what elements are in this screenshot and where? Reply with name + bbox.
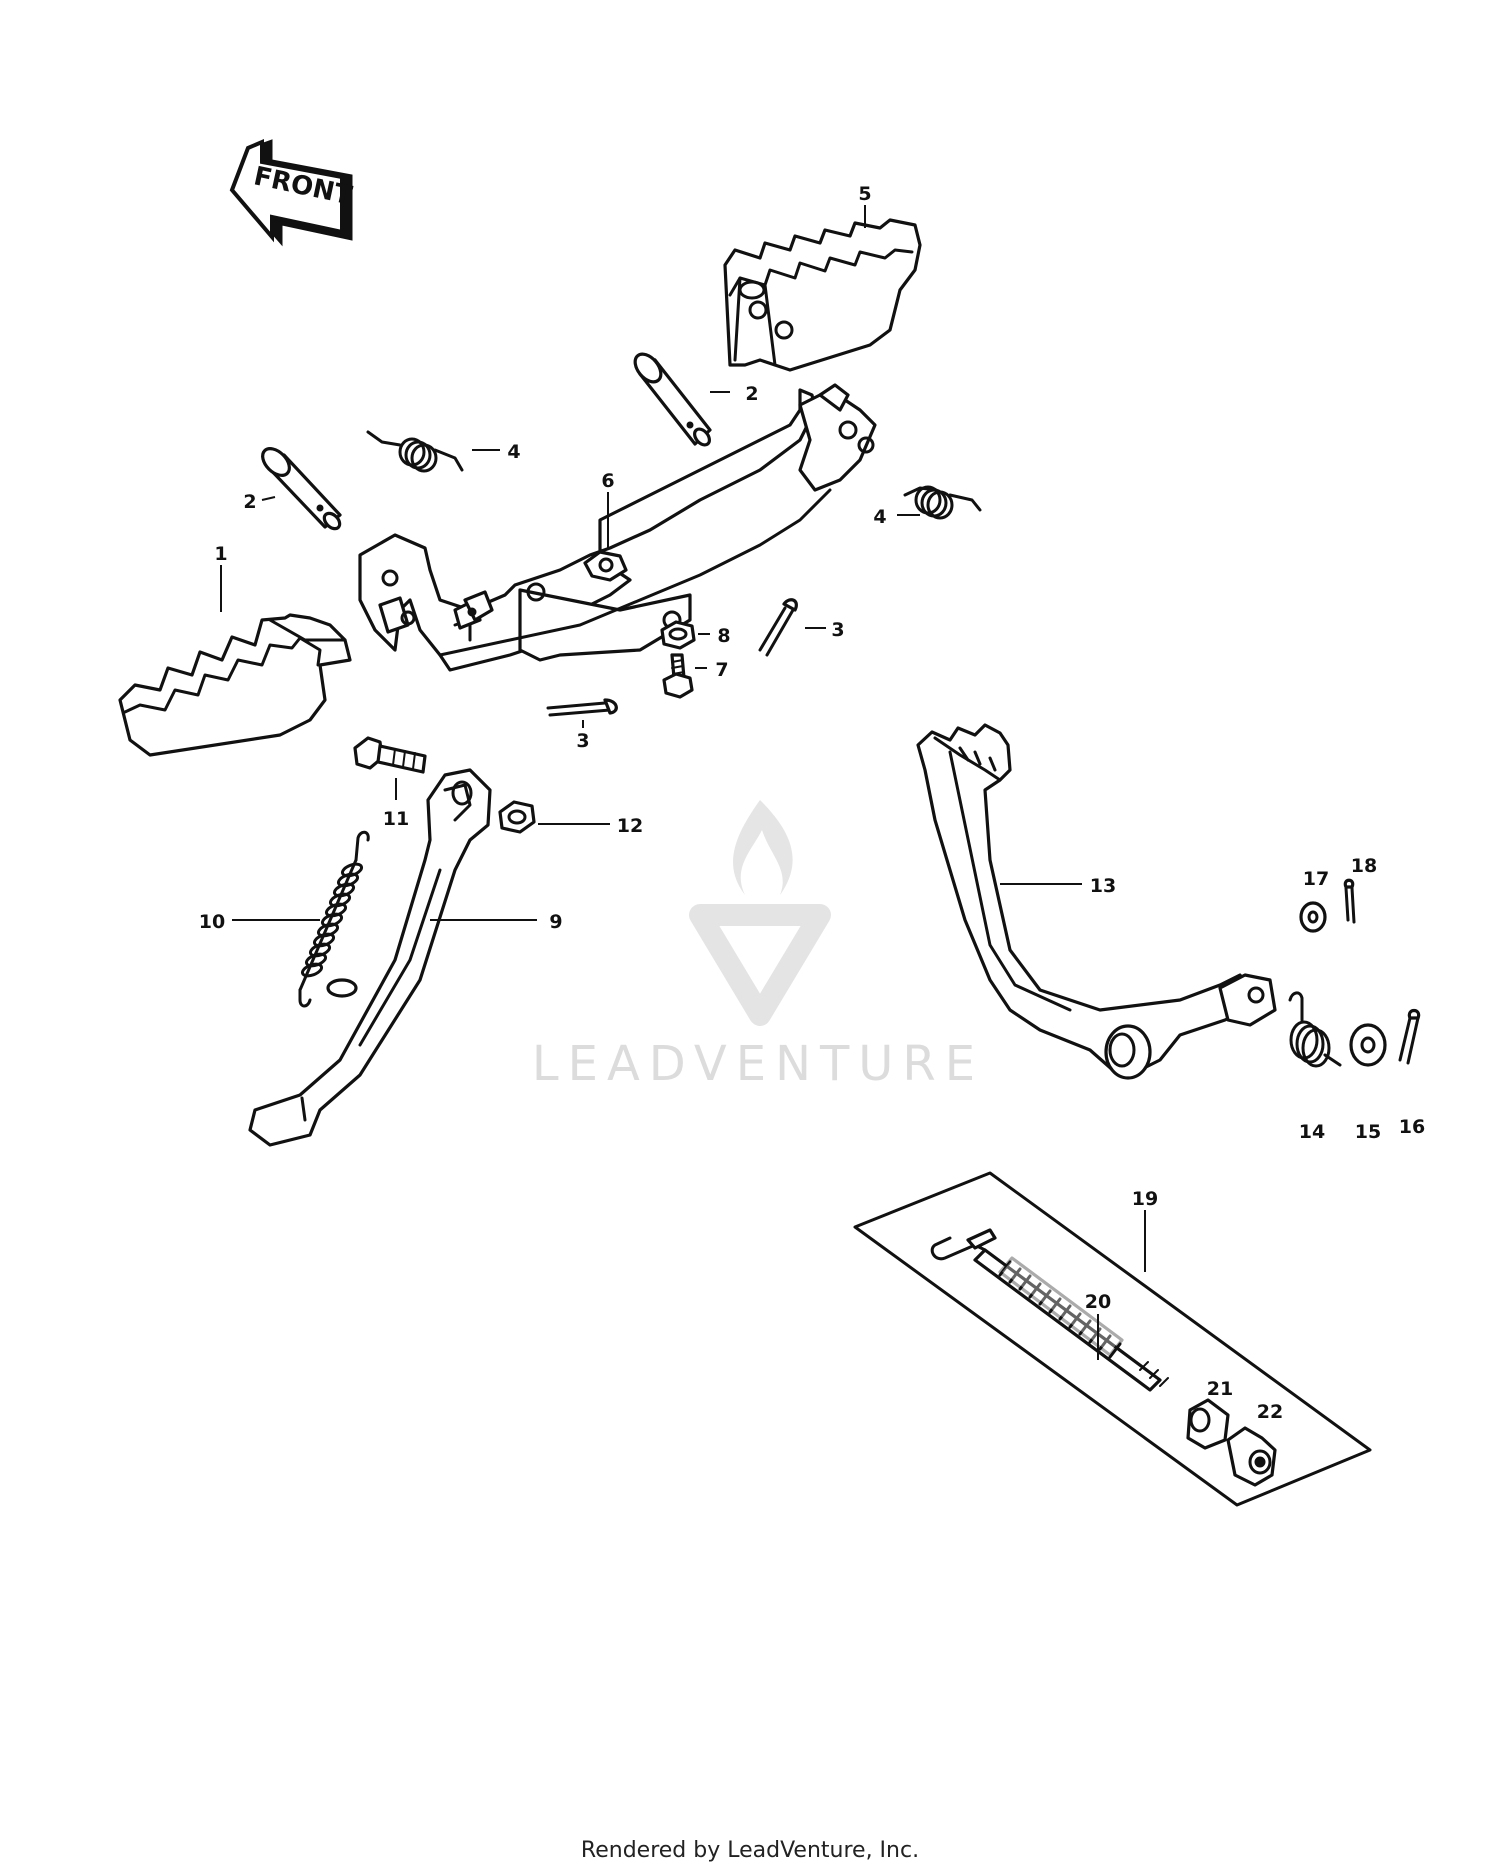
callout-2-upper: 2 xyxy=(745,383,758,405)
callout-20: 20 xyxy=(1085,1291,1111,1313)
callout-4-right: 4 xyxy=(873,506,886,528)
kickstand-spring xyxy=(298,830,370,1008)
callout-12: 12 xyxy=(617,815,643,837)
callout-6: 6 xyxy=(601,470,614,492)
washer-large xyxy=(1349,1023,1387,1067)
callout-16: 16 xyxy=(1399,1116,1425,1138)
callout-22: 22 xyxy=(1257,1401,1283,1423)
callout-19: 19 xyxy=(1132,1188,1158,1210)
callout-1: 1 xyxy=(214,543,227,565)
front-arrow-icon: FRONT xyxy=(229,138,355,247)
callout-4-upper: 4 xyxy=(507,441,520,463)
washer-small xyxy=(1299,901,1327,933)
kickstand xyxy=(248,768,492,1147)
cotter-pin-lower xyxy=(1398,1008,1421,1065)
cotter-pin-right xyxy=(758,598,798,657)
brake-return-spring xyxy=(1288,991,1342,1068)
callout-21: 21 xyxy=(1207,1378,1233,1400)
footpeg-bracket xyxy=(358,383,877,672)
callout-17: 17 xyxy=(1303,868,1329,890)
cotter-pin-bottom xyxy=(546,698,618,717)
callout-11: 11 xyxy=(383,808,409,830)
brake-pedal xyxy=(916,723,1277,1080)
kickstand-bolt xyxy=(353,736,427,774)
watermark-text: LEADVENTURE xyxy=(532,1036,984,1092)
torsion-spring-upper xyxy=(366,430,464,473)
callout-5: 5 xyxy=(858,183,871,205)
footer-credit: Rendered by LeadVenture, Inc. xyxy=(580,1838,920,1863)
nut-small xyxy=(660,620,696,650)
brake-rod xyxy=(930,1228,1169,1392)
callout-3-bottom: 3 xyxy=(576,730,589,752)
rod-adjust-nut xyxy=(1226,1426,1277,1487)
callout-8: 8 xyxy=(717,625,730,647)
callout-2-lower: 2 xyxy=(243,491,256,513)
cotter-pin-pedal xyxy=(1343,878,1356,924)
callout-3-right: 3 xyxy=(831,619,844,641)
brake-rod-kit-frame xyxy=(853,1171,1372,1507)
kickstand-nut xyxy=(498,800,536,834)
leader-lines xyxy=(220,205,1146,1360)
callout-10: 10 xyxy=(199,911,225,933)
footpeg-pin-upper xyxy=(633,352,712,447)
callouts: 1 2 2 3 3 4 4 5 6 7 8 9 10 11 12 13 14 1… xyxy=(199,183,1425,1423)
right-footpeg xyxy=(723,218,922,372)
callout-18: 18 xyxy=(1351,855,1377,877)
callout-9: 9 xyxy=(549,911,562,933)
callout-7: 7 xyxy=(715,659,728,681)
callout-14: 14 xyxy=(1299,1121,1325,1143)
watermark-logo: LEADVENTURE xyxy=(532,800,984,1092)
footpeg-pin-lower xyxy=(261,447,342,531)
left-footpeg xyxy=(118,613,352,757)
rod-joint xyxy=(1186,1398,1230,1450)
callout-15: 15 xyxy=(1355,1121,1381,1143)
callout-13: 13 xyxy=(1090,875,1116,897)
bolt-small xyxy=(662,653,694,699)
torsion-spring-right xyxy=(903,485,982,520)
